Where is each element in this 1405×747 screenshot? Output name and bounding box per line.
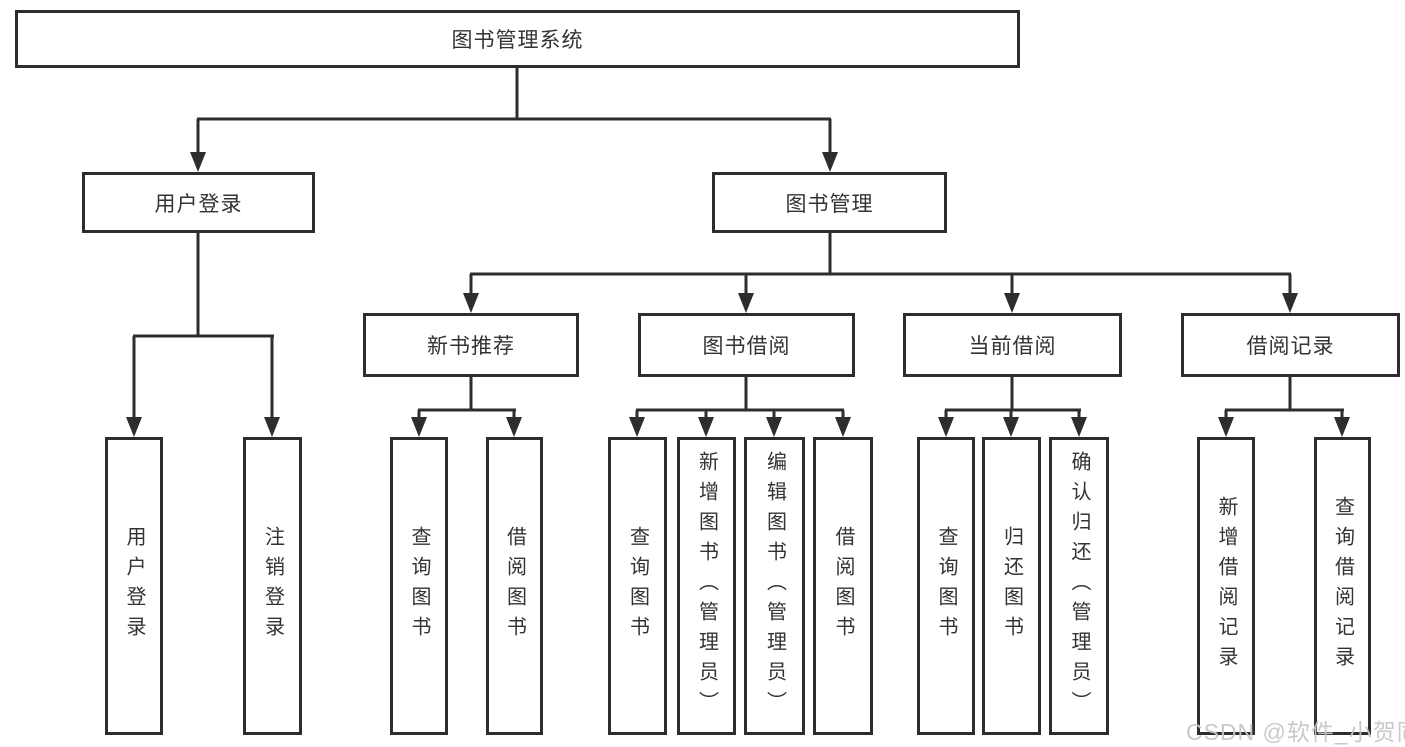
arrow-down-icon [698, 417, 714, 437]
arrow-down-icon [835, 417, 851, 437]
node-leaf-user-login: 用户登录 [105, 437, 163, 735]
node-leaf-query-books-1: 查询图书 [390, 437, 448, 735]
arrow-down-icon [1218, 417, 1234, 437]
arrow-down-icon [264, 417, 280, 437]
node-book-management: 图书管理 [712, 172, 947, 233]
node-book-borrowing: 图书借阅 [638, 313, 855, 377]
node-leaf-query-borrow-record: 查询借阅记录 [1314, 437, 1371, 735]
node-leaf-edit-books-admin: 编辑图书（管理员） [744, 437, 805, 735]
node-leaf-confirm-return-admin: 确认归还（管理员） [1049, 437, 1109, 735]
connector-book-borrowing-branch [635, 377, 845, 418]
arrow-down-icon [738, 293, 754, 313]
csdn-watermark: CSDN @软件_小贺同学 [1186, 719, 1405, 745]
arrow-down-icon [1003, 417, 1019, 437]
node-library-management-system: 图书管理系统 [15, 10, 1020, 68]
connector-root-to-level2 [196, 68, 832, 153]
arrow-down-icon [1071, 417, 1087, 437]
arrow-down-icon [766, 417, 782, 437]
arrow-down-icon [463, 293, 479, 313]
arrow-down-icon [1282, 293, 1298, 313]
arrow-down-icon [938, 417, 954, 437]
connector-current-borrowing-branch [944, 377, 1081, 418]
node-leaf-borrow-books-2: 借阅图书 [813, 437, 873, 735]
node-current-borrowing: 当前借阅 [903, 313, 1122, 377]
arrowhead-icons [126, 152, 1350, 437]
arrow-down-icon [822, 152, 838, 172]
node-leaf-query-books-2: 查询图书 [608, 437, 667, 735]
node-leaf-query-books-3: 查询图书 [917, 437, 975, 735]
node-leaf-return-books: 归还图书 [982, 437, 1041, 735]
connector-borrowing-records-branch [1224, 377, 1344, 418]
arrow-down-icon [629, 417, 645, 437]
node-leaf-borrow-books-1: 借阅图书 [486, 437, 543, 735]
node-leaf-logout: 注销登录 [243, 437, 302, 735]
connector-book-management-branch [469, 233, 1292, 294]
arrow-down-icon [190, 152, 206, 172]
node-borrowing-records: 借阅记录 [1181, 313, 1400, 377]
node-leaf-add-borrow-record: 新增借阅记录 [1197, 437, 1255, 735]
arrow-down-icon [1004, 293, 1020, 313]
arrow-down-icon [1334, 417, 1350, 437]
node-leaf-add-books-admin: 新增图书（管理员） [677, 437, 736, 735]
arrow-down-icon [411, 417, 427, 437]
arrow-down-icon [126, 417, 142, 437]
arrow-down-icon [506, 417, 522, 437]
node-user-login: 用户登录 [82, 172, 315, 233]
connector-new-book-branch [417, 377, 516, 418]
connector-user-login-branch [132, 233, 274, 418]
node-new-book-recommendation: 新书推荐 [363, 313, 579, 377]
